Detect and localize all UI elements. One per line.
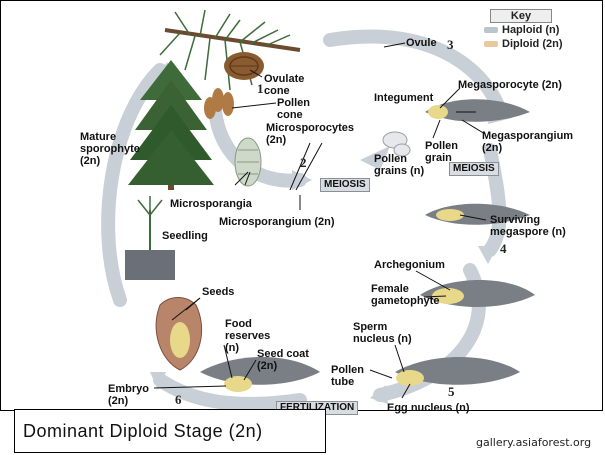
label-seedling: Seedling (162, 230, 208, 242)
label-microsporocytes-line1: Microsporocytes (266, 122, 354, 134)
label-seed-coat-line2: (2n) (257, 360, 309, 372)
label-pollen-grain-line1: Pollen (425, 140, 458, 152)
label-embryo-line1: Embryo (108, 383, 149, 395)
microsporangia-illustration (235, 138, 261, 186)
label-mature-sporophyte: Mature sporophyte (2n) (80, 131, 140, 167)
key-diploid-label: Diploid (2n) (502, 38, 563, 50)
label-female-gametophyte-line1: Female (371, 283, 439, 295)
label-pollen-grains-line2: grains (n) (374, 165, 424, 177)
label-pollen-tube: Pollen tube (331, 364, 364, 388)
label-seed-coat-line1: Seed coat (257, 348, 309, 360)
label-female-gametophyte: Female gametophyte (371, 283, 439, 307)
label-sperm-nucleus-line2: nucleus (n) (353, 333, 412, 345)
diploid-arrow-icon (484, 41, 498, 47)
label-seed-coat: Seed coat (2n) (257, 348, 309, 372)
label-food-reserves-line2: reserves (225, 330, 270, 342)
key-haploid-label: Haploid (n) (502, 24, 559, 36)
label-mature-sporophyte-line2: sporophyte (80, 143, 140, 155)
label-microsporangia: Microsporangia (170, 198, 252, 210)
label-pollen-grains: Pollen grains (n) (374, 153, 424, 177)
label-pollen-tube-line1: Pollen (331, 364, 364, 376)
meiosis-box-right: MEIOSIS (449, 162, 499, 176)
step-number-4: 4 (500, 241, 507, 257)
label-megasporangium-line2: (2n) (482, 142, 573, 154)
label-mature-sporophyte-line1: Mature (80, 131, 140, 143)
label-mature-sporophyte-line3: (2n) (80, 155, 140, 167)
label-microsporangium: Microsporangium (2n) (219, 216, 335, 228)
caption-box: Dominant Diploid Stage (2n) (14, 409, 326, 453)
image-credit: gallery.asiaforest.org (476, 436, 591, 449)
label-ovulate-cone-line1: Ovulate (264, 73, 304, 85)
arrow-head-2 (478, 246, 498, 264)
label-pollen-cone: Pollen cone (277, 97, 310, 121)
step-number-2: 2 (300, 155, 307, 171)
key-title: Key (490, 9, 552, 23)
label-embryo-line2: (2n) (108, 395, 149, 407)
step-number-3: 3 (447, 37, 454, 53)
label-pollen-cone-line1: Pollen (277, 97, 310, 109)
label-pollen-grains-line1: Pollen (374, 153, 424, 165)
label-ovule: Ovule (406, 37, 437, 49)
label-seeds: Seeds (202, 286, 234, 298)
label-microsporocytes: Microsporocytes (2n) (266, 122, 354, 146)
pine-tree-illustration (128, 60, 214, 190)
step-number-1: 1 (257, 81, 264, 97)
seed-illustration (156, 298, 202, 371)
meiosis-box-left: MEIOSIS (320, 178, 370, 192)
label-pollen-grain: Pollen grain (425, 140, 458, 164)
key-legend: Key Haploid (n) Diploid (2n) (484, 9, 594, 51)
label-archegonium: Archegonium (374, 259, 445, 271)
key-diploid-row: Diploid (2n) (484, 38, 594, 51)
step-number-5: 5 (448, 384, 455, 400)
label-microsporocytes-line2: (2n) (266, 134, 354, 146)
label-megasporangium: Megasporangium (2n) (482, 130, 573, 154)
key-haploid-row: Haploid (n) (484, 24, 594, 37)
label-surviving-megaspore: Surviving megaspore (n) (490, 214, 566, 238)
label-sperm-nucleus-line1: Sperm (353, 321, 412, 333)
label-surviving-megaspore-line2: megaspore (n) (490, 226, 566, 238)
label-megasporocyte: Megasporocyte (2n) (458, 79, 562, 91)
haploid-arrow-icon (484, 27, 498, 33)
ovulate-cone-illustration (224, 52, 264, 80)
label-pollen-cone-line2: cone (277, 109, 310, 121)
label-female-gametophyte-line2: gametophyte (371, 295, 439, 307)
label-ovulate-cone: Ovulate cone (264, 73, 304, 97)
label-ovulate-cone-line2: cone (264, 85, 304, 97)
label-pollen-tube-line2: tube (331, 376, 364, 388)
label-embryo: Embryo (2n) (108, 383, 149, 407)
label-sperm-nucleus: Sperm nucleus (n) (353, 321, 412, 345)
label-egg-nucleus: Egg nucleus (n) (387, 402, 470, 414)
label-integument: Integument (374, 92, 433, 104)
label-megasporangium-line1: Megasporangium (482, 130, 573, 142)
label-food-reserves-line1: Food (225, 318, 270, 330)
label-surviving-megaspore-line1: Surviving (490, 214, 566, 226)
step-number-6: 6 (175, 392, 182, 408)
